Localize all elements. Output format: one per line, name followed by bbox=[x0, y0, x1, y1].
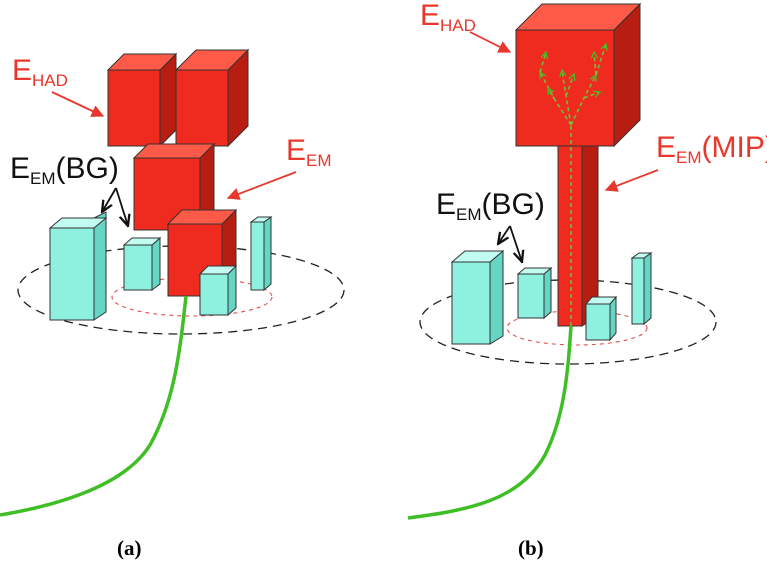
bg-arrow bbox=[115, 187, 128, 226]
background-cell bbox=[48, 211, 108, 321]
label-e-had: EHAD bbox=[420, 0, 476, 35]
bg-arrow bbox=[102, 187, 117, 212]
inner-isolation-cone bbox=[111, 277, 273, 317]
label-e-em-bg: EEM(BG) bbox=[436, 188, 545, 224]
background-cell bbox=[122, 236, 162, 291]
panel-a: EHAD EEM EEM(BG) (a) bbox=[0, 48, 345, 560]
label-e-had: EHAD bbox=[12, 54, 68, 90]
had-arrow bbox=[51, 91, 105, 117]
bg-arrow bbox=[498, 225, 511, 244]
background-cell bbox=[584, 295, 618, 342]
em-mip-column bbox=[557, 127, 599, 327]
caption-a: (a) bbox=[117, 536, 142, 560]
background-cell bbox=[249, 216, 273, 292]
panel-b: EHAD EEM(MIP) EEM(BG) (b) bbox=[407, 0, 767, 560]
hadronic-shower bbox=[539, 44, 606, 326]
background-cell bbox=[516, 266, 553, 320]
particle-track bbox=[0, 295, 188, 517]
background-cell bbox=[198, 264, 238, 317]
label-e-em-bg: EEM(BG) bbox=[10, 152, 119, 188]
hadronic-cube bbox=[514, 2, 642, 148]
had-arrow bbox=[469, 31, 512, 53]
background-cell bbox=[450, 249, 505, 345]
label-e-em-mip: EEM(MIP) bbox=[656, 131, 767, 167]
label-e-em: EEM bbox=[286, 134, 332, 170]
caption-b: (b) bbox=[518, 536, 544, 560]
hadronic-cell bbox=[132, 142, 216, 232]
mip-arrow bbox=[604, 169, 659, 192]
hadronic-cell bbox=[106, 52, 178, 148]
em-arrow bbox=[226, 171, 297, 200]
background-cell bbox=[630, 252, 653, 326]
bg-arrow bbox=[509, 225, 522, 262]
particle-track bbox=[407, 325, 573, 520]
hadronic-cell bbox=[174, 48, 250, 148]
